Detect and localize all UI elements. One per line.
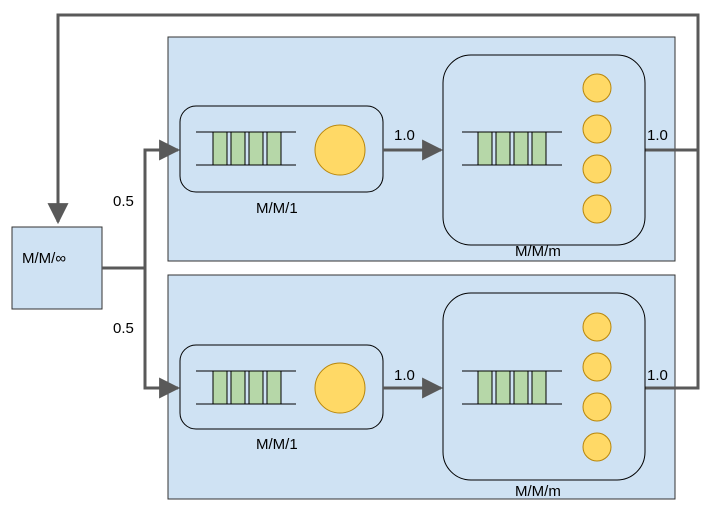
multi-queue-label: M/M/m bbox=[515, 483, 561, 500]
return-probability: 1.0 bbox=[647, 127, 668, 144]
queue-buffer bbox=[196, 131, 296, 166]
server-circle bbox=[582, 432, 612, 462]
split-arrow-top bbox=[143, 139, 181, 268]
server-circle bbox=[582, 352, 612, 382]
server-circle bbox=[582, 73, 612, 103]
server-circle bbox=[582, 194, 612, 224]
split-arrow-bottom bbox=[143, 268, 181, 399]
split-probability-bottom: 0.5 bbox=[113, 320, 134, 337]
server-circle bbox=[314, 362, 366, 414]
single-queue-label: M/M/1 bbox=[256, 436, 298, 453]
queue-buffer bbox=[196, 370, 296, 405]
multi-queue-label: M/M/m bbox=[515, 243, 561, 260]
queue-buffer bbox=[462, 370, 562, 405]
server-circle bbox=[582, 312, 612, 342]
branch-bottom: M/M/1 1.0 M/M/m 1.0 bbox=[179, 292, 668, 500]
single-queue-label: M/M/1 bbox=[256, 200, 298, 217]
transfer-probability: 1.0 bbox=[394, 127, 415, 144]
infinite-server-node bbox=[11, 226, 103, 310]
server-circle bbox=[582, 154, 612, 184]
branch-top: M/M/1 1.0 M/M/m 1.0 bbox=[179, 54, 668, 260]
transfer-probability: 1.0 bbox=[394, 367, 415, 384]
feedback-line-bottom bbox=[645, 150, 700, 390]
feedback-arrow bbox=[47, 13, 700, 225]
server-circle bbox=[314, 124, 366, 176]
server-circle bbox=[582, 392, 612, 422]
split-probability-top: 0.5 bbox=[113, 193, 134, 210]
return-probability: 1.0 bbox=[647, 367, 668, 384]
server-circle bbox=[582, 114, 612, 144]
queue-buffer bbox=[462, 131, 562, 166]
infinite-server-label: M/M/∞ bbox=[22, 250, 66, 267]
